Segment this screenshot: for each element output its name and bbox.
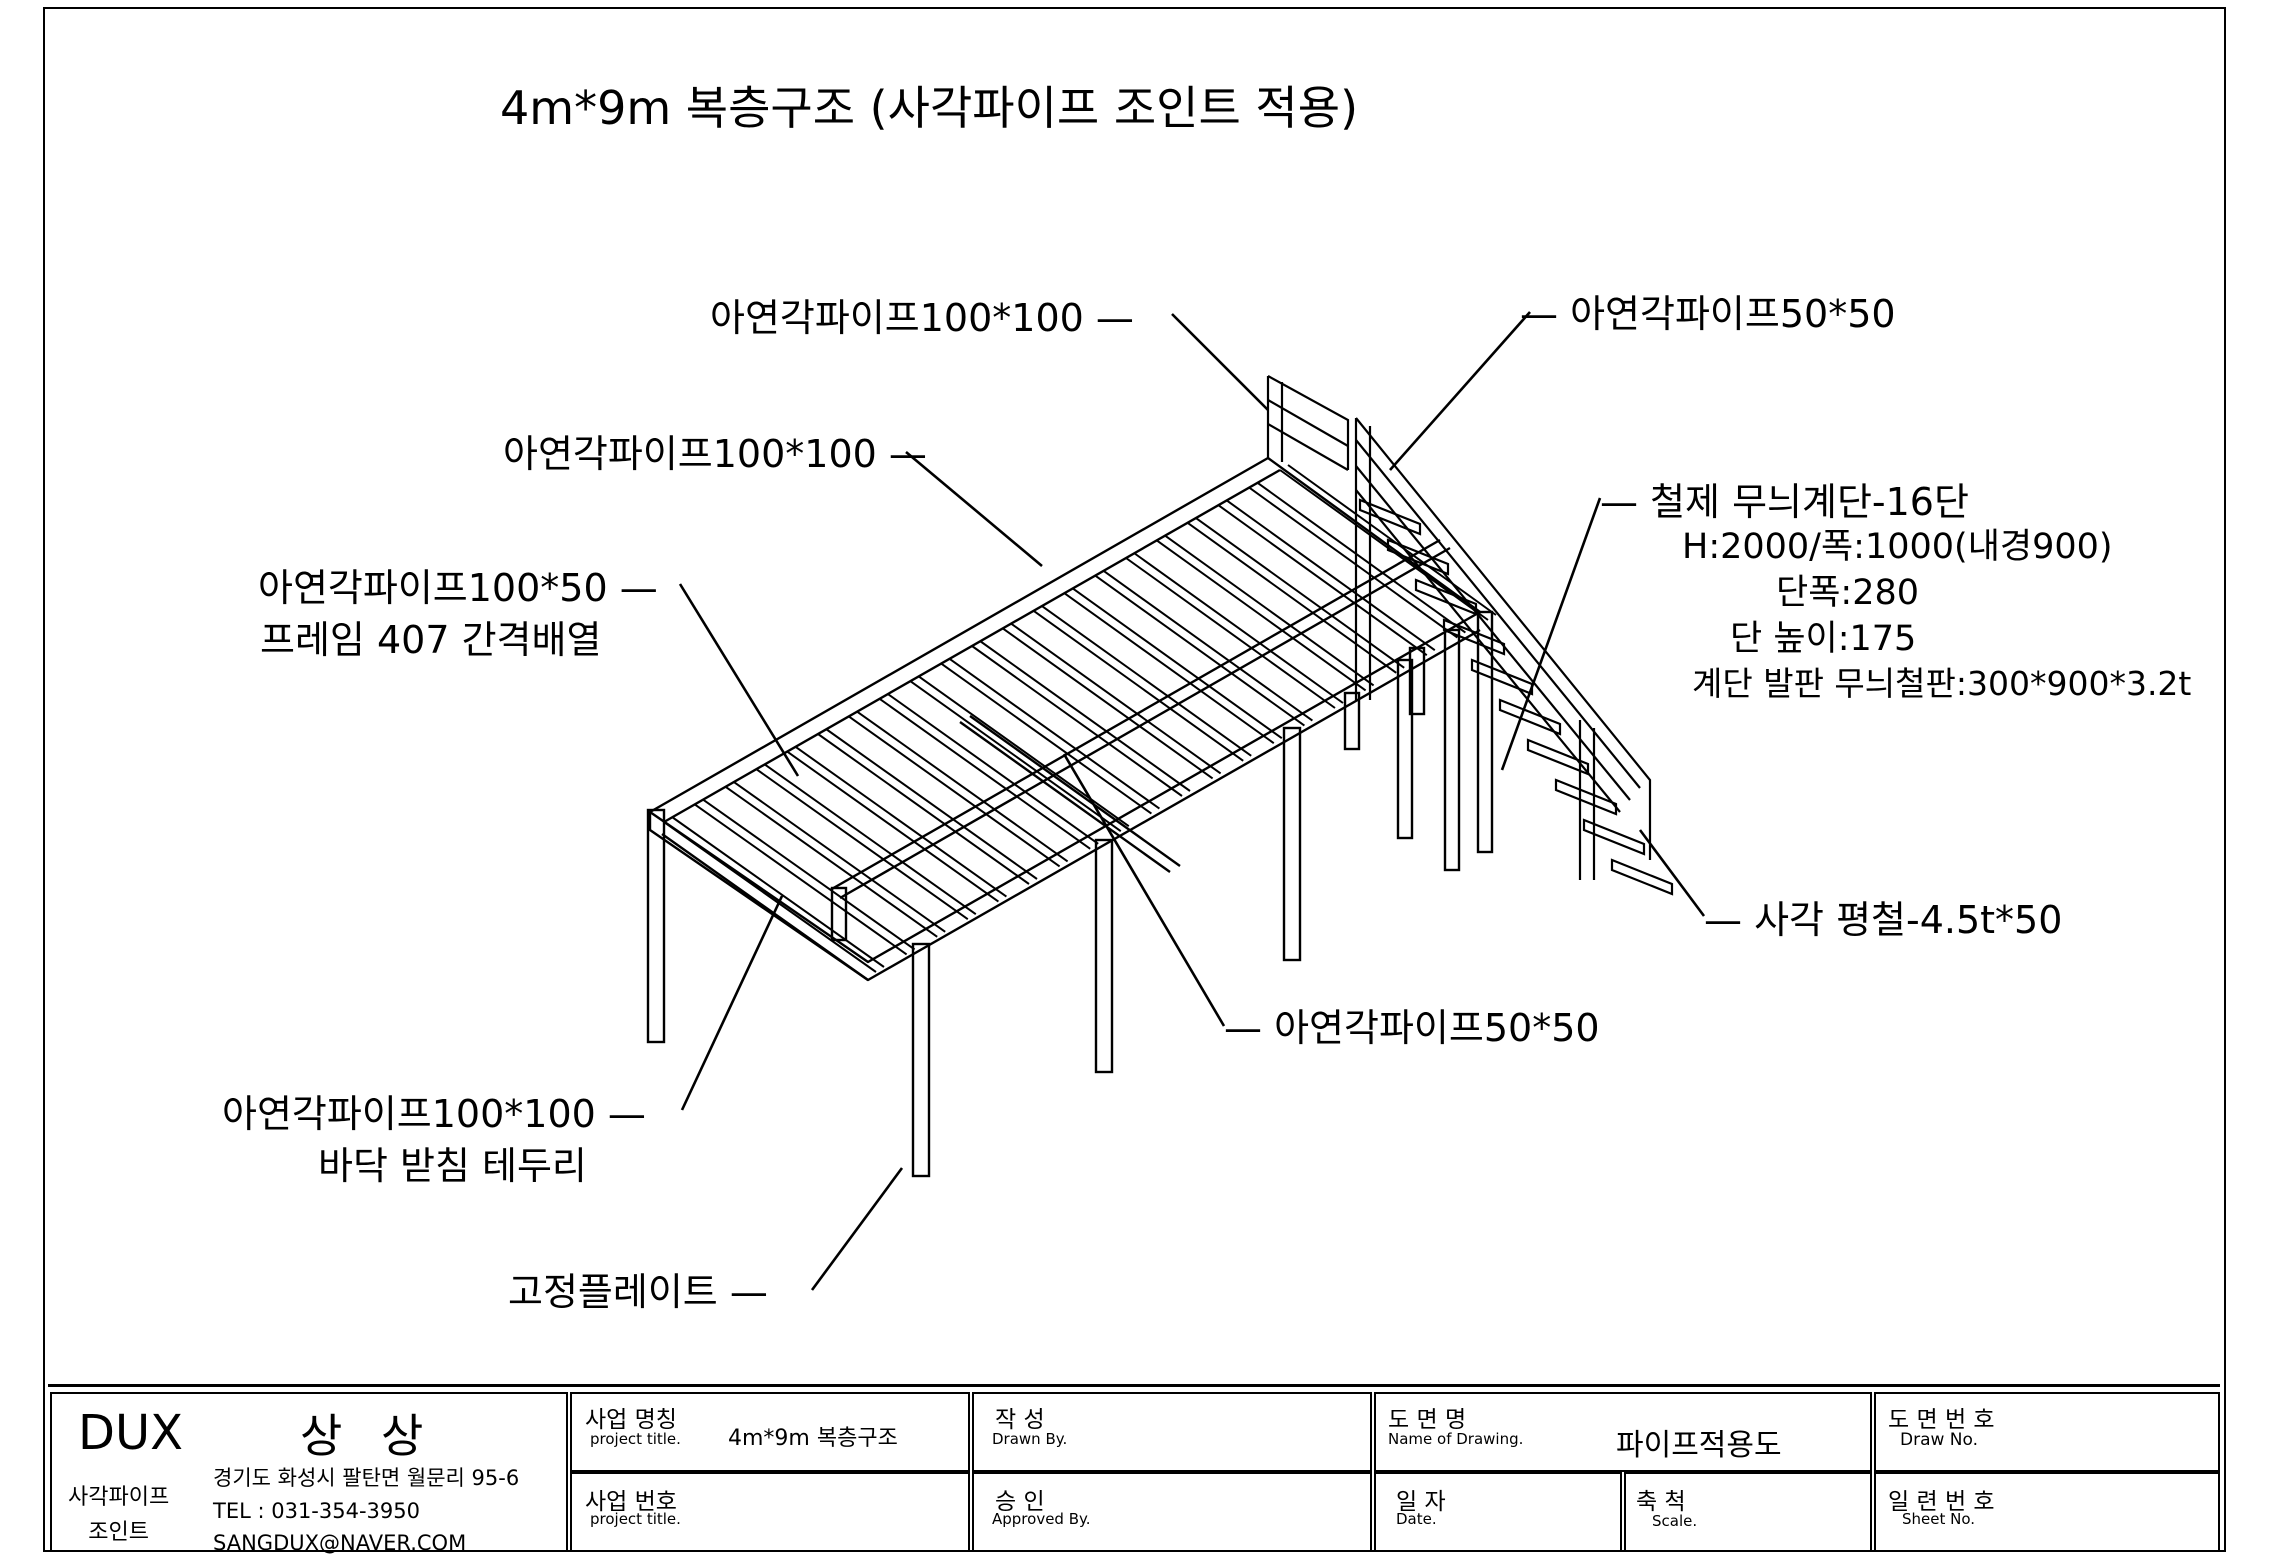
- project-no-label-en: project title.: [590, 1510, 681, 1528]
- date-cell: [1374, 1472, 1622, 1552]
- stair-step: [1470, 658, 1534, 696]
- drawing-name-label-en: Name of Drawing.: [1388, 1430, 1524, 1448]
- deck-joist: [1248, 481, 1466, 639]
- project-no-cell: [570, 1472, 970, 1552]
- sheet-no-label: 일 련 번 호: [1888, 1489, 1995, 1515]
- project-name-cell: [570, 1392, 970, 1472]
- deck-joist: [1187, 516, 1405, 674]
- deck-joist: [1063, 587, 1283, 745]
- deck-joist: [1217, 499, 1436, 657]
- deck-joist: [1125, 552, 1344, 709]
- drawn-label: 작 성: [995, 1407, 1045, 1433]
- project-no-label: 사업 번호: [585, 1489, 677, 1515]
- deck-joist: [1033, 604, 1252, 762]
- stair-step: [1498, 698, 1562, 736]
- drawing-title: 4m*9m 복층구조 (사각파이프 조인트 적용): [500, 81, 1359, 135]
- sheet-no-label-en: Sheet No.: [1902, 1510, 1976, 1528]
- stair-step: [1582, 818, 1646, 856]
- post-front-mid: [911, 942, 931, 1178]
- post-center-front: [1094, 838, 1114, 1074]
- product-line: 사각파이프 조인트: [68, 1485, 170, 1546]
- post-front-left: [646, 808, 666, 1044]
- stair-step: [1386, 538, 1450, 576]
- title-block: [48, 1384, 2220, 1552]
- drawing-name-cell: [1374, 1392, 1872, 1472]
- approved-cell: [972, 1472, 1372, 1552]
- stair-step: [1610, 858, 1674, 896]
- approved-label-en: Approved By.: [992, 1510, 1091, 1528]
- label-pipe50-center: — 아연각파이프50*50: [1224, 1006, 1600, 1050]
- approved-label: 승 인: [995, 1489, 1045, 1515]
- deck-joist: [663, 816, 885, 973]
- deck-joist: [1002, 622, 1222, 780]
- date-label-en: Date.: [1396, 1510, 1437, 1528]
- post-center-back: [1282, 726, 1302, 962]
- label-pipe100x50: 아연각파이프100*50 —: [258, 566, 658, 610]
- label-stair-rise: 단 높이:175: [1730, 619, 1917, 659]
- drawn-cell: [972, 1392, 1372, 1472]
- deck-joist: [1094, 569, 1313, 727]
- company-contact: 경기도 화성시 팔탄면 월문리 95-6 TEL : 031-354-3950 …: [213, 1466, 520, 1556]
- drawing-name-value: 파이프적용도: [1616, 1428, 1782, 1463]
- label-flat-bar: — 사각 평철-4.5t*50: [1704, 898, 2063, 942]
- draw-no-label-en: Draw No.: [1900, 1430, 1979, 1450]
- project-name-value: 4m*9m 복층구조: [728, 1426, 898, 1451]
- label-floor-edge: 바닥 받침 테두리: [318, 1144, 587, 1188]
- stair-step: [1414, 578, 1478, 616]
- label-stair-tread: 단폭:280: [1776, 573, 1919, 613]
- label-pipe100-bottom: 아연각파이프100*100 —: [222, 1092, 646, 1136]
- deck-joist: [694, 798, 916, 956]
- deck-joist: [755, 763, 977, 921]
- draw-no-cell: [1874, 1392, 2220, 1472]
- drawing-name-label: 도 면 명: [1388, 1407, 1467, 1433]
- deck-joist: [848, 710, 1069, 868]
- label-frame-spacing: 프레임 407 간격배열: [260, 618, 602, 662]
- deck-joist: [817, 728, 1038, 885]
- stair-step: [1554, 778, 1618, 816]
- deck-joist: [879, 692, 1099, 850]
- label-pipe50-right: — 아연각파이프50*50: [1520, 292, 1896, 336]
- sheet-no-cell: [1874, 1472, 2220, 1552]
- deck-joist: [1156, 534, 1375, 692]
- deck-joist: [971, 640, 1191, 797]
- label-stair-plate: 계단 발판 무늬철판:300*900*3.2t: [1692, 664, 2192, 703]
- project-name-label: 사업 명칭: [585, 1407, 677, 1433]
- label-stair-dims: H:2000/폭:1000(내경900): [1682, 527, 2113, 567]
- draw-no-label: 도 면 번 호: [1888, 1407, 1995, 1433]
- company-cell: [50, 1392, 568, 1552]
- stair-step: [1442, 618, 1506, 656]
- scale-label: 축 척: [1636, 1489, 1686, 1515]
- stair-step: [1526, 738, 1590, 776]
- label-pipe100-mid: 아연각파이프100*100 —: [503, 432, 927, 476]
- scale-label-en: Scale.: [1652, 1512, 1698, 1530]
- deck-joist: [725, 780, 946, 938]
- label-stair-title: — 철제 무늬계단-16단: [1600, 480, 1969, 524]
- scale-cell: [1624, 1472, 1872, 1552]
- company-name: DUX: [78, 1405, 183, 1461]
- deck-joist: [940, 657, 1160, 815]
- brand-name: 상 상: [300, 1409, 436, 1463]
- label-pipe100-top: 아연각파이프100*100 —: [710, 296, 1134, 340]
- deck-joist: [909, 675, 1130, 833]
- date-label: 일 자: [1396, 1489, 1446, 1515]
- drawn-label-en: Drawn By.: [992, 1430, 1068, 1448]
- stair-step: [1358, 498, 1422, 536]
- project-name-label-en: project title.: [590, 1430, 681, 1448]
- deck-joist: [786, 745, 1007, 903]
- label-fixing-plate: 고정플레이트 —: [508, 1270, 768, 1314]
